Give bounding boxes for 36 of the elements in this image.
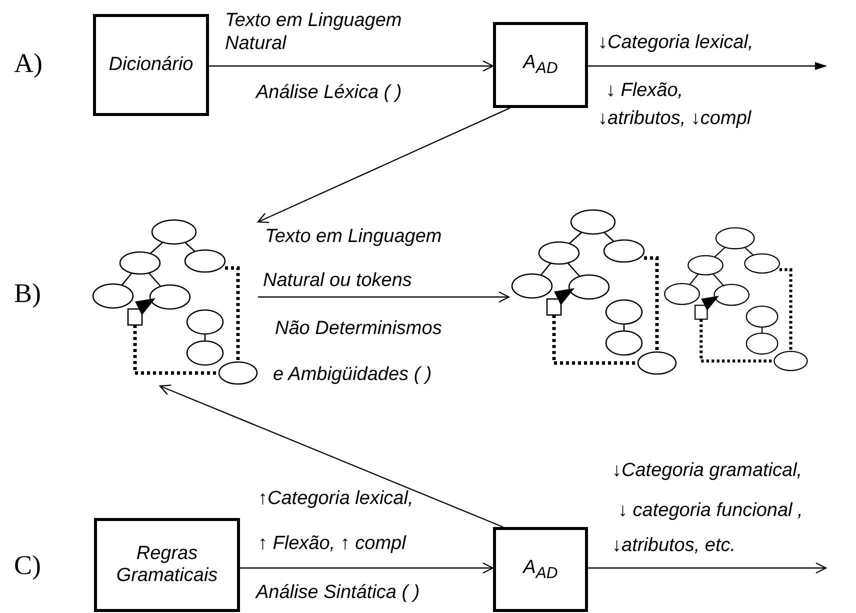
edge-label: Texto em Linguagem Natural (225, 10, 403, 56)
arrow (240, 562, 494, 574)
annotation-text: ↑Categoria lexical, (258, 488, 414, 511)
edge-label: Natural ou tokens (263, 270, 412, 293)
arrow (209, 60, 494, 72)
grammar-rules-box (94, 518, 240, 612)
edge-label: Análise Sintática ( ) (256, 582, 420, 605)
box-label: Dicionário (108, 54, 194, 76)
annotation-text: Análise Léxica ( ) (256, 82, 402, 105)
annotation-text: ↓atributos, ↓compl (598, 108, 752, 131)
parse-tree-drawing (662, 226, 808, 372)
row-label: C) (14, 550, 41, 581)
annotation-text: Texto em Linguagem (265, 226, 442, 249)
annotation-text: ↑ Flexão, ↑ compl (258, 533, 406, 556)
arrow (159, 384, 504, 528)
dictionary-box (93, 14, 209, 116)
row-label: A) (14, 48, 42, 79)
arrow (258, 291, 510, 303)
annotation-text: e Ambigüidades ( ) (273, 364, 432, 387)
annotation-text: Não Determinismos (275, 318, 442, 341)
analyzer-box (493, 527, 588, 612)
row-label: B) (14, 278, 41, 309)
box-label: A$_{AD}$ (523, 52, 558, 78)
arrow (588, 562, 827, 574)
annotation-text: ↓ Flexão, (606, 80, 684, 103)
box-label: A$_{AD}$ (523, 556, 558, 582)
annotation-text: ↓atributos, etc. (612, 535, 736, 558)
annotation-text: ↓ categoria funcional , (618, 500, 803, 523)
analyzer-box (493, 22, 588, 108)
arrow (588, 62, 827, 70)
annotation-text: ↓Categoria gramatical, (612, 460, 802, 483)
edge-label: ↓Categoria lexical, (598, 32, 754, 55)
arrow (257, 107, 510, 224)
box-label: Regras Gramaticais (115, 543, 219, 587)
parse-tree-drawing (90, 219, 258, 386)
parse-tree-drawing (509, 209, 677, 376)
